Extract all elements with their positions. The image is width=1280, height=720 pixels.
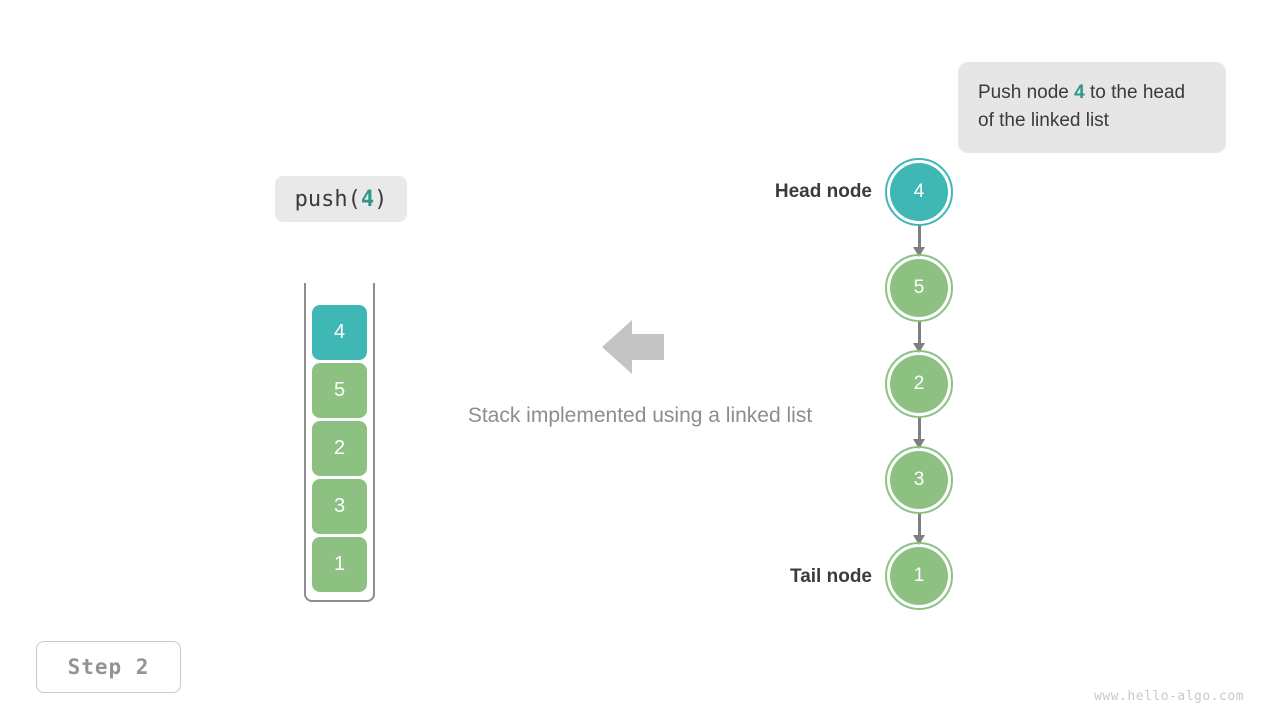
linked-list-node-value: 1 — [913, 565, 925, 586]
operation-label: push(4) — [275, 176, 407, 222]
callout-text-after: to the head of the linked list — [978, 82, 1186, 131]
linked-list-edge — [913, 320, 925, 353]
stack-cell: 4 — [312, 305, 367, 360]
linked-list-edge — [913, 416, 925, 449]
linked-list-edge — [913, 224, 925, 257]
callout-text-before: Push node — [978, 82, 1075, 103]
node-ring — [885, 254, 953, 322]
stack-cell-value: 4 — [333, 321, 346, 343]
linked-list-node: 2 — [885, 350, 953, 418]
step-badge: Step 2 — [36, 641, 181, 693]
tail-node-label: Tail node — [790, 566, 872, 587]
operation-close-paren: ) — [374, 186, 388, 212]
stack-container-frame — [304, 283, 375, 602]
stack-cell-list: 4 5 2 3 1 — [312, 305, 367, 592]
callout-box: Push node 4 to the head of the linked li… — [958, 62, 1226, 153]
linked-list-node-value: 5 — [913, 277, 925, 298]
stack-cell-value: 3 — [333, 495, 346, 517]
callout-highlight-value: 4 — [1074, 82, 1085, 103]
stack-cell-value: 1 — [333, 553, 346, 575]
linked-list-node: 1 — [885, 542, 953, 610]
head-node-label: Head node — [774, 181, 872, 202]
operation-name: push — [294, 186, 348, 212]
node-ring — [885, 446, 953, 514]
stack-cell-value: 5 — [333, 379, 346, 401]
operation-open-paren: ( — [347, 186, 361, 212]
linked-list-node: 3 — [885, 446, 953, 514]
linked-list-node-value: 3 — [913, 469, 925, 490]
stack-cell-value: 2 — [333, 437, 346, 459]
node-ring — [885, 542, 953, 610]
stack-diagram: 4 5 2 3 1 — [304, 283, 375, 602]
left-arrow-icon — [602, 318, 664, 376]
node-ring — [885, 158, 953, 226]
stack-cell: 2 — [312, 421, 367, 476]
watermark: www.hello-algo.com — [1094, 689, 1244, 704]
operation-argument: 4 — [360, 186, 375, 212]
node-ring — [885, 350, 953, 418]
stack-cell: 1 — [312, 537, 367, 592]
linked-list-node-value: 2 — [913, 373, 925, 394]
linked-list-node: 4 — [885, 158, 953, 226]
diagram-caption: Stack implemented using a linked list — [467, 404, 813, 427]
stack-cell: 5 — [312, 363, 367, 418]
linked-list-edge — [913, 512, 925, 545]
linked-list-node: 5 — [885, 254, 953, 322]
linked-list-node-value: 4 — [913, 181, 925, 202]
linked-list-diagram: Head node Tail node 4 5 2 3 1 — [740, 150, 990, 620]
stack-cell: 3 — [312, 479, 367, 534]
